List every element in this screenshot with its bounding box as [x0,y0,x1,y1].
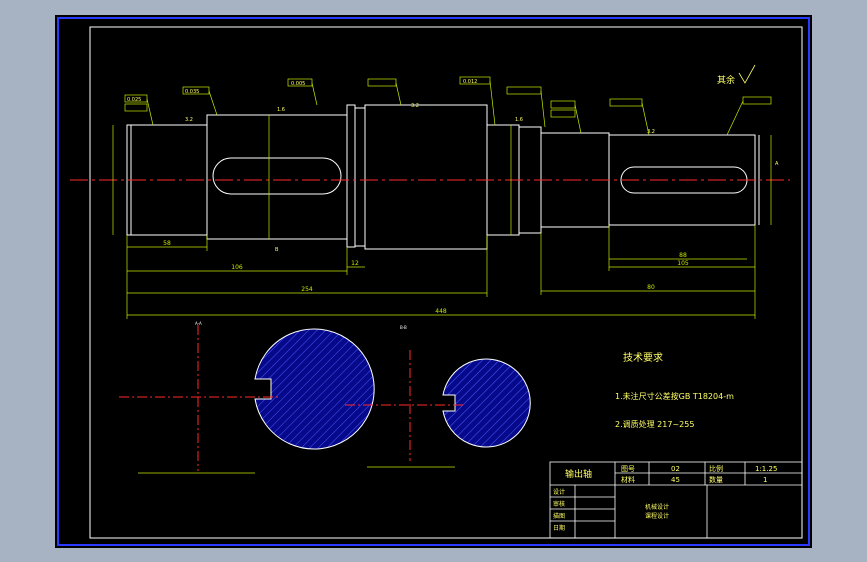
roughness-symbol [738,64,756,84]
tb-value-material: 45 [671,476,680,484]
dim-80: 80 [647,284,655,291]
drawing-canvas: 58 106 254 448 88 105 12 80 0.025 0.0 [57,17,810,546]
section-view-left [119,325,375,474]
shaft-segment-2 [206,114,348,240]
tb-label-scale: 比例 [709,464,723,473]
tb-center-line-2: 课程设计 [645,512,669,520]
roughness-2: 1.6 [277,107,285,113]
roughness-note: 其余 [717,74,735,86]
roughness-1: 3.2 [185,117,193,123]
tb-sign-date: 日期 [553,524,565,532]
dim-254: 254 [301,286,313,293]
dim-106: 106 [231,264,243,271]
keyway-left [212,157,342,195]
dimensions [112,115,772,319]
dim-58: 58 [163,240,171,247]
shaft-segment-3 [364,104,488,250]
cad-viewport[interactable]: 58 106 254 448 88 105 12 80 0.025 0.0 [55,15,812,548]
tech-req-item-1: 1.未注尺寸公差按GB T18204-m [615,391,734,401]
outer-border [57,17,810,546]
tb-sign-trace: 描图 [553,512,565,520]
section-label-left: A-A [195,321,202,326]
shaft-shoulder-1 [346,104,356,248]
tb-value-scale: 1:1.25 [755,465,777,473]
tb-label-qty: 数量 [709,475,723,484]
datum-a: A [775,161,779,167]
tol-text-4: 0.012 [463,79,477,85]
tb-value-qty: 1 [763,476,767,484]
tb-label-drawing-no: 图号 [621,465,635,473]
roughness-4: 1.6 [515,117,523,123]
tb-value-drawing-no: 02 [671,465,680,473]
shaft-collar [354,107,366,247]
section-label-right: B-B [400,325,407,330]
roughness-3: 3.2 [411,103,419,109]
tb-sign-review: 审核 [553,500,565,508]
dim-88: 88 [679,252,687,259]
tol-text-3: 0.005 [291,81,305,87]
section-view-right [345,350,531,468]
tb-label-material: 材料 [621,475,635,484]
tech-req-title: 技术要求 [623,351,663,364]
tb-center-line-1: 机械设计 [645,503,669,511]
dim-105: 105 [677,260,689,267]
part-name: 输出轴 [565,468,592,480]
tolerance-frames [124,76,772,388]
drawing-frame [89,26,803,539]
tech-req-item-2: 2.调质处理 217~255 [615,419,694,429]
datum-b: B [275,247,279,253]
title-block [549,461,803,539]
dim-12: 12 [351,260,359,267]
roughness-5: 3.2 [647,129,655,135]
tol-text-2: 0.035 [185,89,199,95]
dim-448: 448 [435,308,447,315]
tol-text-1: 0.025 [127,97,141,103]
shaft-main-view [126,104,760,250]
tb-sign-design: 设计 [553,488,565,496]
